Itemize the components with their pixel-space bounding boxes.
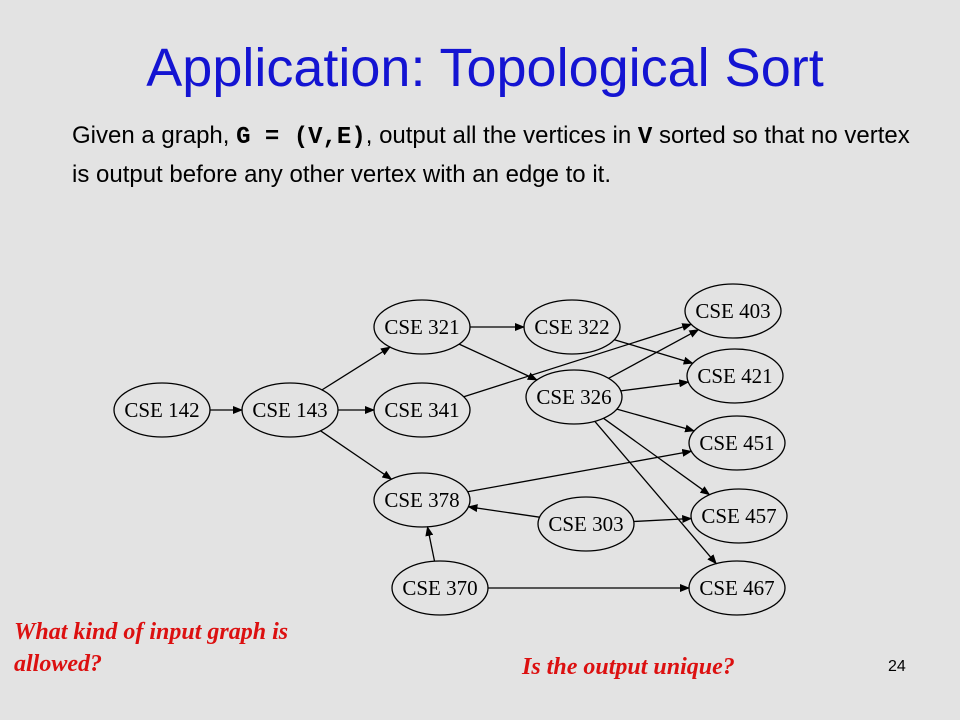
node-label: CSE 143 <box>252 398 327 422</box>
node-ellipse <box>523 299 621 355</box>
node-cse303: CSE 303 <box>537 496 635 552</box>
node-ellipse <box>684 283 782 339</box>
node-ellipse <box>391 560 489 616</box>
node-ellipse <box>537 496 635 552</box>
edge-cse143-to-cse378 <box>320 430 393 480</box>
node-ellipse <box>688 415 786 471</box>
node-label: CSE 378 <box>384 488 459 512</box>
node-cse321: CSE 321 <box>373 299 471 355</box>
intro-text-2: , output all the vertices in <box>365 122 638 149</box>
node-ellipse <box>373 299 471 355</box>
node-ellipse <box>525 369 623 425</box>
edge-cse326-to-cse403 <box>608 329 700 379</box>
node-label: CSE 326 <box>536 385 611 409</box>
edge-cse341-to-cse403 <box>463 323 693 398</box>
page-number: 24 <box>888 658 906 675</box>
node-cse142: CSE 142 <box>113 382 211 438</box>
edge-cse303-to-cse378 <box>467 504 540 518</box>
node-ellipse <box>373 382 471 438</box>
edge-cse303-to-cse457 <box>633 514 693 523</box>
node-label: CSE 403 <box>695 299 770 323</box>
question-output-unique: Is the output unique? <box>522 654 735 680</box>
node-ellipse <box>373 472 471 528</box>
edge-cse143-to-cse321 <box>321 346 391 391</box>
node-label: CSE 457 <box>701 504 776 528</box>
node-cse378: CSE 378 <box>373 472 471 528</box>
edge-cse326-to-cse421 <box>620 379 690 392</box>
node-cse322: CSE 322 <box>523 299 621 355</box>
intro-text-1: Given a graph, <box>72 122 237 149</box>
edge-cse326-to-cse457 <box>603 417 711 496</box>
node-cse370: CSE 370 <box>391 560 489 616</box>
node-label: CSE 322 <box>534 315 609 339</box>
node-cse143: CSE 143 <box>241 382 339 438</box>
graph-notation: G = (V,E) <box>236 124 366 151</box>
slide-title: Application: Topological Sort <box>146 38 824 98</box>
node-label: CSE 341 <box>384 398 459 422</box>
edge-cse326-to-cse451 <box>616 408 696 433</box>
node-label: CSE 142 <box>124 398 199 422</box>
node-label: CSE 303 <box>548 512 623 536</box>
node-label: CSE 451 <box>699 431 774 455</box>
node-cse451: CSE 451 <box>688 415 786 471</box>
question-input-graph: What kind of input graph is allowed? <box>14 619 289 677</box>
vertex-set-notation: V <box>637 124 653 151</box>
node-label: CSE 370 <box>402 576 477 600</box>
node-ellipse <box>241 382 339 438</box>
node-cse467: CSE 467 <box>688 560 786 616</box>
slide-body-text: Given a graph, G = (V,E), output all the… <box>72 117 912 193</box>
edge-cse378-to-cse451 <box>467 448 693 493</box>
node-label: CSE 321 <box>384 315 459 339</box>
edge-cse370-to-cse378 <box>425 525 436 562</box>
node-cse457: CSE 457 <box>690 488 788 544</box>
node-ellipse <box>690 488 788 544</box>
node-label: CSE 467 <box>699 576 774 600</box>
edge-cse326-to-cse467 <box>594 420 717 565</box>
node-label: CSE 421 <box>697 364 772 388</box>
node-ellipse <box>688 560 786 616</box>
node-cse421: CSE 421 <box>686 348 784 404</box>
edge-cse321-to-cse326 <box>458 343 538 381</box>
edge-cse322-to-cse421 <box>614 339 694 365</box>
node-ellipse <box>686 348 784 404</box>
node-cse341: CSE 341 <box>373 382 471 438</box>
intro-text-3: sorted so that no vertex is output befor… <box>72 122 910 188</box>
graph-edges <box>210 323 717 592</box>
node-cse403: CSE 403 <box>684 283 782 339</box>
node-cse326: CSE 326 <box>525 369 623 425</box>
node-ellipse <box>113 382 211 438</box>
